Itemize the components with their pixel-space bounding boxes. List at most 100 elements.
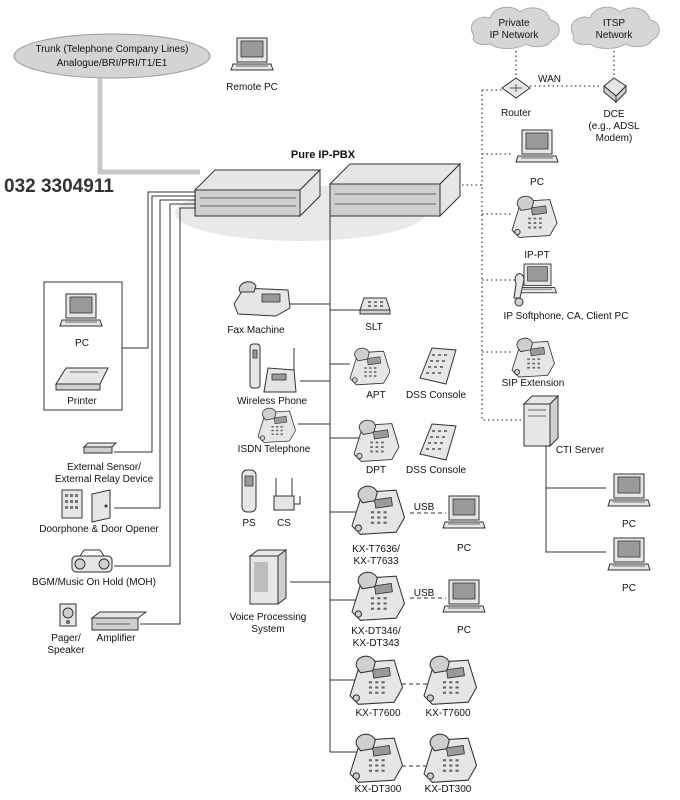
main-bus [290, 216, 360, 753]
sensor-line1: External Sensor/ [67, 462, 141, 473]
printer-label: Printer [67, 396, 97, 407]
fax-label: Fax Machine [227, 325, 285, 336]
dss-console-2-icon [419, 423, 457, 461]
itsp-cloud-line2: Network [596, 30, 634, 41]
kx-dt346-icon [351, 571, 406, 621]
kxt7600-b-label: KX-T7600 [425, 708, 470, 719]
cs-antenna-icon [273, 478, 301, 511]
kxdt346-line1: KX-DT346/ [351, 626, 401, 637]
cs-label: CS [277, 518, 291, 529]
kx-t7600-a-icon [349, 655, 404, 705]
center-pc-1-label: PC [457, 543, 471, 554]
cti-pc1-label: PC [622, 519, 636, 530]
kxt7636-line1: KX-T7636/ [352, 544, 400, 555]
dpt-icon [353, 419, 400, 462]
bgm-label: BGM/Music On Hold (MOH) [32, 577, 156, 588]
cti-pc2-label: PC [622, 583, 636, 594]
kxdt300-a-label: KX-DT300 [355, 784, 402, 795]
doorphone-label: Doorphone & Door Opener [39, 524, 159, 535]
bgm-radio-icon [71, 549, 113, 573]
softphone-icon [513, 263, 557, 307]
router-label: Router [501, 108, 532, 119]
kx-dt300-b-icon [423, 733, 478, 783]
amplifier-icon [90, 611, 148, 631]
sip-extension-label: SIP Extension [502, 378, 565, 389]
speaker-icon [59, 603, 77, 627]
wan-label: WAN [538, 74, 561, 85]
remote-pc-label: Remote PC [226, 82, 278, 93]
dss-console-2-label: DSS Console [406, 465, 466, 476]
apt-label: APT [366, 390, 385, 401]
wireless-phone-icon [249, 343, 297, 393]
cti-pc2-icon [607, 537, 651, 571]
softphone-label: IP Softphone, CA, Client PC [504, 311, 629, 322]
private-network-cloud: Private IP Network [470, 6, 560, 49]
left-pc-label: PC [75, 338, 89, 349]
center-pc-2-label: PC [457, 625, 471, 636]
dss-console-1-icon [419, 347, 457, 385]
sensor-line2: External Relay Device [55, 474, 154, 485]
dpt-label: DPT [366, 465, 386, 476]
ps-label: PS [242, 518, 256, 529]
cti-links [545, 434, 606, 553]
isdn-label: ISDN Telephone [238, 444, 311, 455]
pbx-unit [175, 162, 462, 241]
router-icon [501, 77, 531, 99]
amplifier-label: Amplifier [97, 633, 137, 644]
door-opener-icon [91, 489, 111, 523]
dce-line3: Modem) [596, 133, 633, 144]
kxdt346-line2: KX-DT343 [353, 638, 400, 649]
apt-icon [349, 347, 391, 386]
kx-t7636-icon [351, 485, 406, 535]
cti-server-label: CTI Server [556, 445, 605, 456]
trunk-ellipse: Trunk (Telephone Company Lines) Analogue… [13, 33, 211, 79]
left-wire-bundle [114, 191, 196, 625]
dce-icon [603, 77, 627, 104]
kxt7636-line2: KX-T7633 [353, 556, 398, 567]
itsp-cloud-line1: ITSP [603, 18, 626, 29]
pager-line1: Pager/ [51, 633, 81, 644]
center-pc-1-icon [442, 495, 486, 529]
cti-server-icon [522, 394, 560, 448]
wireless-phone-label: Wireless Phone [237, 396, 307, 407]
sip-extension-icon [511, 337, 555, 378]
usb-2-label: USB [414, 588, 435, 599]
remote-pc-icon [230, 37, 274, 71]
external-sensor-icon [82, 442, 118, 454]
fax-machine-icon [233, 281, 291, 317]
pbx-title: Pure IP-PBX [291, 149, 356, 161]
cti-pc1-icon [607, 473, 651, 507]
left-pc-icon [59, 293, 103, 327]
vps-line2: System [251, 624, 284, 635]
printer-icon [55, 367, 109, 391]
trunk-label-line1: Trunk (Telephone Company Lines) [35, 44, 188, 55]
kxdt300-b-label: KX-DT300 [425, 784, 472, 795]
center-pc-2-icon [442, 579, 486, 613]
phone-number: 032 3304911 [4, 176, 114, 197]
ps-handset-icon [241, 469, 257, 513]
itsp-network-cloud: ITSP Network [570, 6, 660, 49]
slt-icon [359, 297, 391, 315]
trunk-label-line2: Analogue/BRI/PRI/T1/E1 [57, 58, 168, 69]
dce-line2: (e.g., ADSL [588, 121, 640, 132]
ip-pt-icon [511, 195, 558, 238]
kxt7600-a-label: KX-T7600 [355, 708, 400, 719]
dce-line1: DCE [603, 109, 624, 120]
slt-label: SLT [365, 322, 383, 333]
ip-pc-icon [515, 129, 559, 163]
kx-t7600-b-icon [423, 655, 478, 705]
private-cloud-line1: Private [498, 18, 530, 29]
ip-pc-label: PC [530, 177, 544, 188]
private-cloud-line2: IP Network [490, 30, 540, 41]
vps-line1: Voice Processing [230, 612, 307, 623]
trunk-line [97, 70, 200, 175]
doorphone-icon [61, 489, 83, 519]
ip-dotted-links [462, 42, 615, 421]
kx-dt300-a-icon [349, 733, 404, 783]
isdn-telephone-icon [257, 407, 296, 443]
ip-pt-label: IP-PT [524, 250, 550, 261]
voice-processing-icon [248, 549, 288, 605]
dss-console-1-label: DSS Console [406, 390, 466, 401]
usb-1-label: USB [414, 502, 435, 513]
